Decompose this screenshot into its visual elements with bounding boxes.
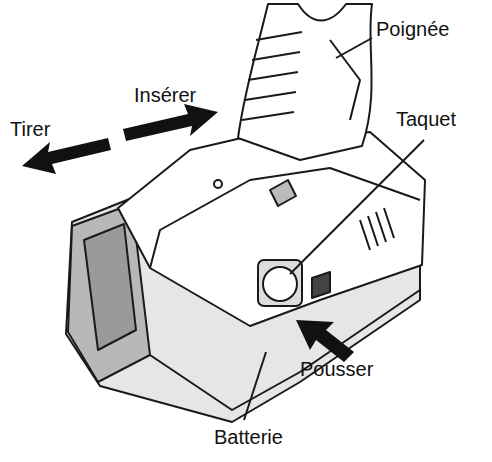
part-label: Insérer bbox=[134, 84, 196, 107]
tool-base-edge bbox=[150, 168, 420, 268]
part-label: Poignée bbox=[376, 18, 449, 41]
push-arrow bbox=[296, 320, 354, 362]
latch-frame bbox=[258, 260, 302, 306]
side-slot bbox=[312, 272, 330, 298]
leader-line bbox=[244, 352, 266, 420]
leader-line bbox=[290, 140, 424, 274]
selector bbox=[270, 180, 296, 206]
part-label: Pousser bbox=[300, 358, 373, 381]
vent-lines bbox=[360, 208, 394, 250]
leader-line bbox=[336, 38, 372, 58]
part-label: Batterie bbox=[214, 426, 283, 449]
pull-arrow bbox=[22, 138, 111, 174]
part-label: Tirer bbox=[10, 118, 50, 141]
insert-arrow bbox=[123, 104, 218, 141]
handle-ribs bbox=[242, 32, 360, 120]
battery-front-inset bbox=[84, 224, 136, 350]
part-label: Taquet bbox=[396, 108, 456, 131]
tool-base bbox=[118, 132, 425, 326]
screw bbox=[214, 180, 222, 188]
handle bbox=[238, 4, 372, 160]
